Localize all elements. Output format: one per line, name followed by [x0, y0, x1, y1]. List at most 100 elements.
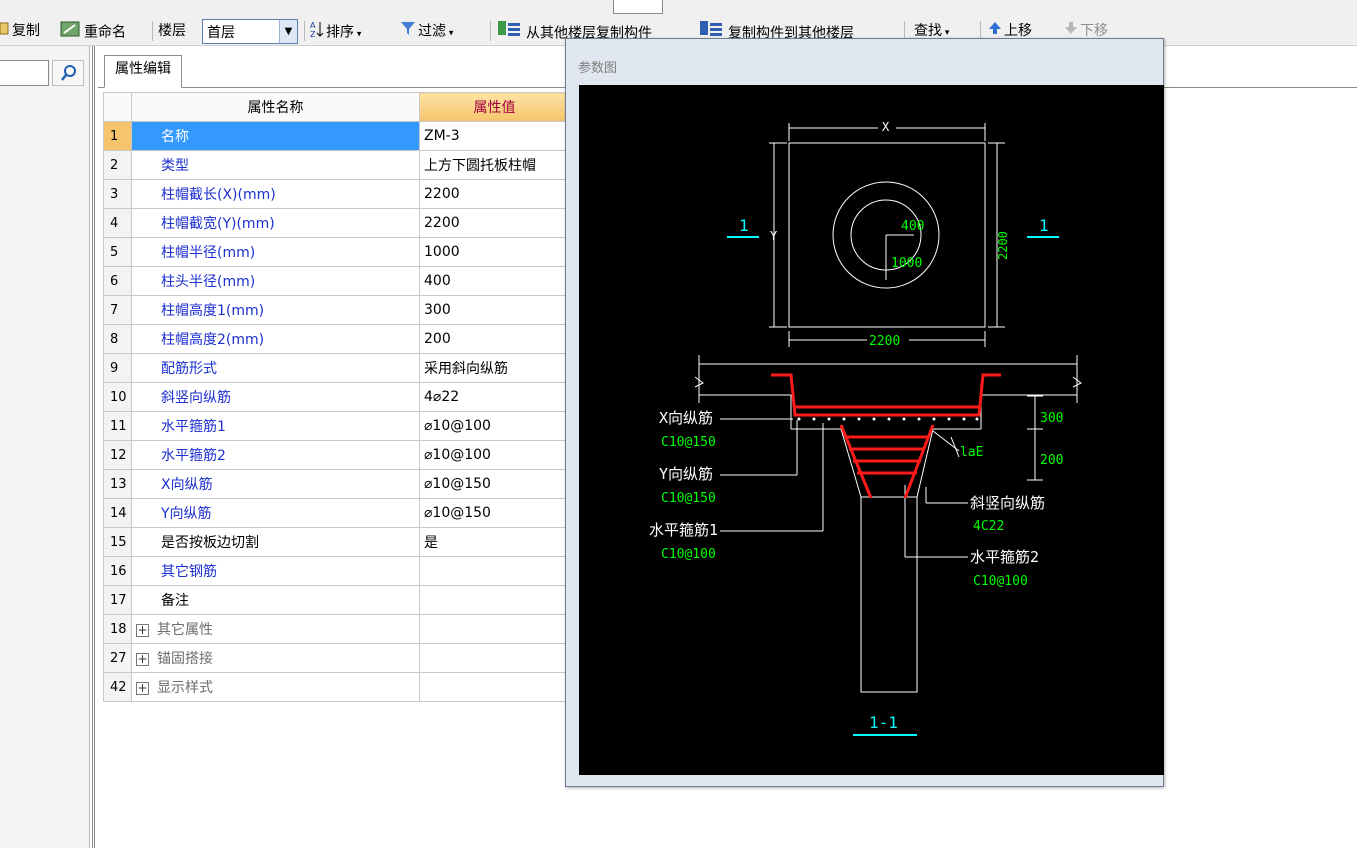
x-bar-label: X向纵筋	[659, 409, 713, 427]
popup-title: 参数图	[578, 61, 618, 76]
splitter[interactable]	[92, 46, 95, 848]
move-down-button[interactable]: 下移	[1064, 20, 1108, 42]
stirrup1-label: 水平箍筋1	[649, 521, 718, 539]
svg-text:A: A	[310, 21, 316, 30]
window-button[interactable]	[613, 0, 663, 14]
table-row-group[interactable]: 27+锚固搭接	[103, 643, 570, 673]
row-number: 10	[103, 382, 132, 412]
rename-button[interactable]: 重命名	[60, 20, 126, 42]
cap-circle	[832, 181, 940, 289]
row-number: 1	[103, 121, 132, 151]
property-name: 类型	[131, 150, 420, 180]
search-button[interactable]	[52, 60, 84, 86]
property-name: 是否按板边切割	[131, 527, 420, 557]
property-value[interactable]: 300	[419, 295, 570, 325]
copy-from-other-floor-button[interactable]: 从其他楼层复制构件	[496, 20, 652, 42]
y-bar-label: Y向纵筋	[659, 465, 713, 483]
row-number: 2	[103, 150, 132, 180]
dim-y-label: Y	[770, 229, 778, 243]
property-name: 水平箍筋1	[131, 411, 420, 441]
group-name[interactable]: +显示样式	[131, 672, 420, 702]
row-number: 18	[103, 614, 132, 644]
property-value[interactable]	[419, 556, 570, 586]
property-name: 柱帽半径(mm)	[131, 237, 420, 267]
column-header-name[interactable]: 属性名称	[131, 92, 420, 122]
parameter-diagram-window[interactable]: 参数图	[565, 38, 1164, 787]
table-row-group[interactable]: 42+显示样式	[103, 672, 570, 702]
anchorage-label: laE	[960, 445, 983, 460]
property-name: 柱帽截长(X)(mm)	[131, 179, 420, 209]
property-value[interactable]: 2200	[419, 179, 570, 209]
property-name: 柱帽高度2(mm)	[131, 324, 420, 354]
property-value[interactable]: 采用斜向纵筋	[419, 353, 570, 383]
property-value[interactable]: 400	[419, 266, 570, 296]
expand-icon[interactable]: +	[136, 681, 149, 695]
table-row-group[interactable]: 18+其它属性	[103, 614, 570, 644]
property-value[interactable]: ⌀10@150	[419, 469, 570, 499]
column-header-value[interactable]: 属性值	[419, 92, 570, 122]
move-up-button[interactable]: 上移	[988, 20, 1032, 42]
property-value	[419, 672, 570, 702]
expand-icon[interactable]: +	[136, 623, 149, 637]
group-name[interactable]: +其它属性	[131, 614, 420, 644]
group-name[interactable]: +锚固搭接	[131, 643, 420, 673]
row-number: 11	[103, 411, 132, 441]
chevron-down-icon[interactable]: ▼	[279, 20, 297, 43]
copy-icon	[0, 20, 10, 42]
property-value[interactable]: ⌀10@100	[419, 440, 570, 470]
rename-icon	[60, 20, 82, 45]
filter-icon	[400, 20, 416, 43]
side-dimension-label: 2200	[996, 231, 1010, 260]
copy-to-other-floor-button[interactable]: 复制构件到其他楼层	[698, 20, 854, 42]
property-value[interactable]: 4⌀22	[419, 382, 570, 412]
row-number: 5	[103, 237, 132, 267]
floor-select[interactable]: 首层 ▼	[202, 19, 298, 44]
search-input[interactable]	[0, 60, 49, 86]
property-value[interactable]: ⌀10@100	[419, 411, 570, 441]
property-value[interactable]	[419, 585, 570, 615]
property-name: 柱帽高度1(mm)	[131, 295, 420, 325]
property-value[interactable]: 2200	[419, 208, 570, 238]
copy-button[interactable]: 复制	[0, 20, 40, 42]
filter-button[interactable]: 过滤 ▾	[400, 20, 453, 42]
property-value[interactable]: ZM-3	[419, 121, 570, 151]
find-button[interactable]: 查找 ▾	[914, 23, 950, 39]
property-value[interactable]: 200	[419, 324, 570, 354]
stirrup2-label: 水平箍筋2	[970, 548, 1039, 566]
expand-icon[interactable]: +	[136, 652, 149, 666]
inner-radius-label: 400	[901, 219, 924, 234]
row-number: 4	[103, 208, 132, 238]
property-name: 柱帽截宽(Y)(mm)	[131, 208, 420, 238]
property-value[interactable]: 上方下圆托板柱帽	[419, 150, 570, 180]
property-name: 水平箍筋2	[131, 440, 420, 470]
row-number: 42	[103, 672, 132, 702]
property-value[interactable]: ⌀10@150	[419, 498, 570, 528]
row-number: 6	[103, 266, 132, 296]
property-name: Y向纵筋	[131, 498, 420, 528]
property-value[interactable]: 是	[419, 527, 570, 557]
property-value[interactable]: 1000	[419, 237, 570, 267]
property-value	[419, 614, 570, 644]
outer-radius-label: 1000	[891, 256, 922, 271]
property-value	[419, 643, 570, 673]
tab-property-edit[interactable]: 属性编辑	[104, 55, 182, 88]
